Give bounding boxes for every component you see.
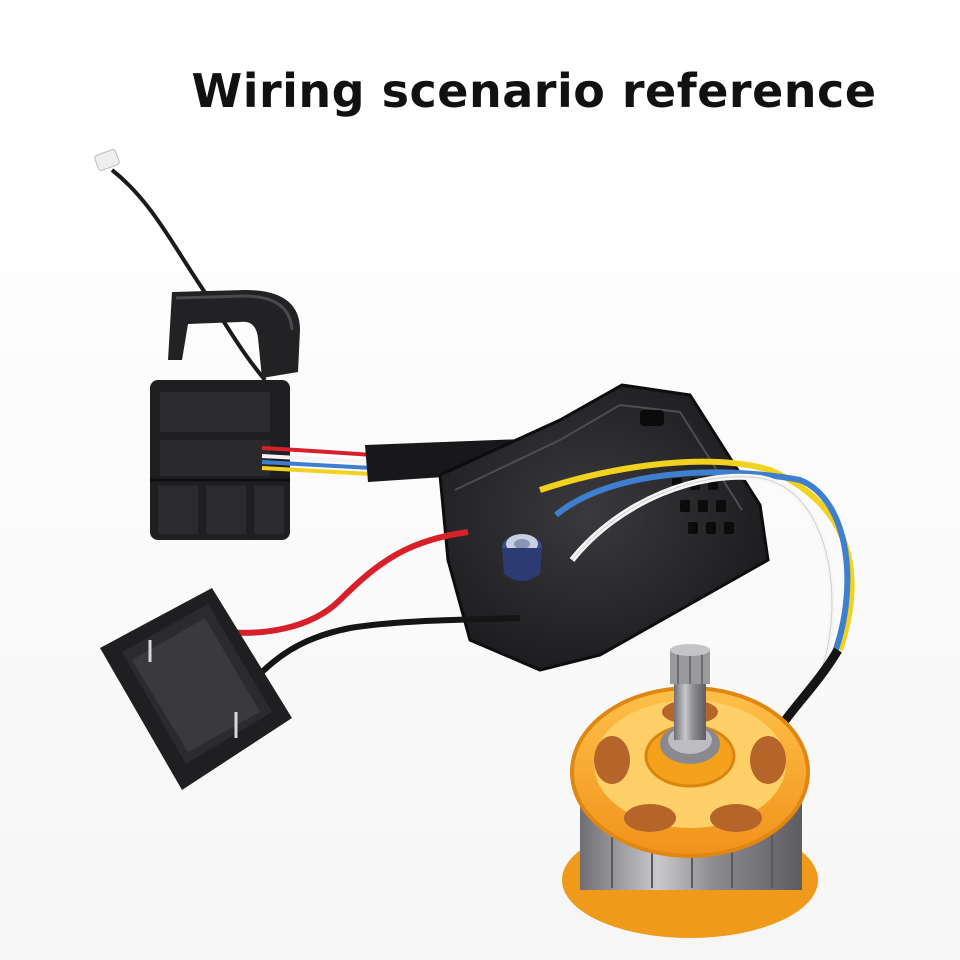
battery-terminal-block xyxy=(100,588,292,790)
page-title: Wiring scenario reference xyxy=(0,64,960,118)
power-wires xyxy=(227,529,521,675)
trigger-switch xyxy=(150,290,300,540)
signal-connector xyxy=(94,149,267,382)
motor-wires xyxy=(539,458,855,725)
page-title-text: Wiring scenario reference xyxy=(191,64,877,118)
brushless-motor xyxy=(562,644,818,938)
